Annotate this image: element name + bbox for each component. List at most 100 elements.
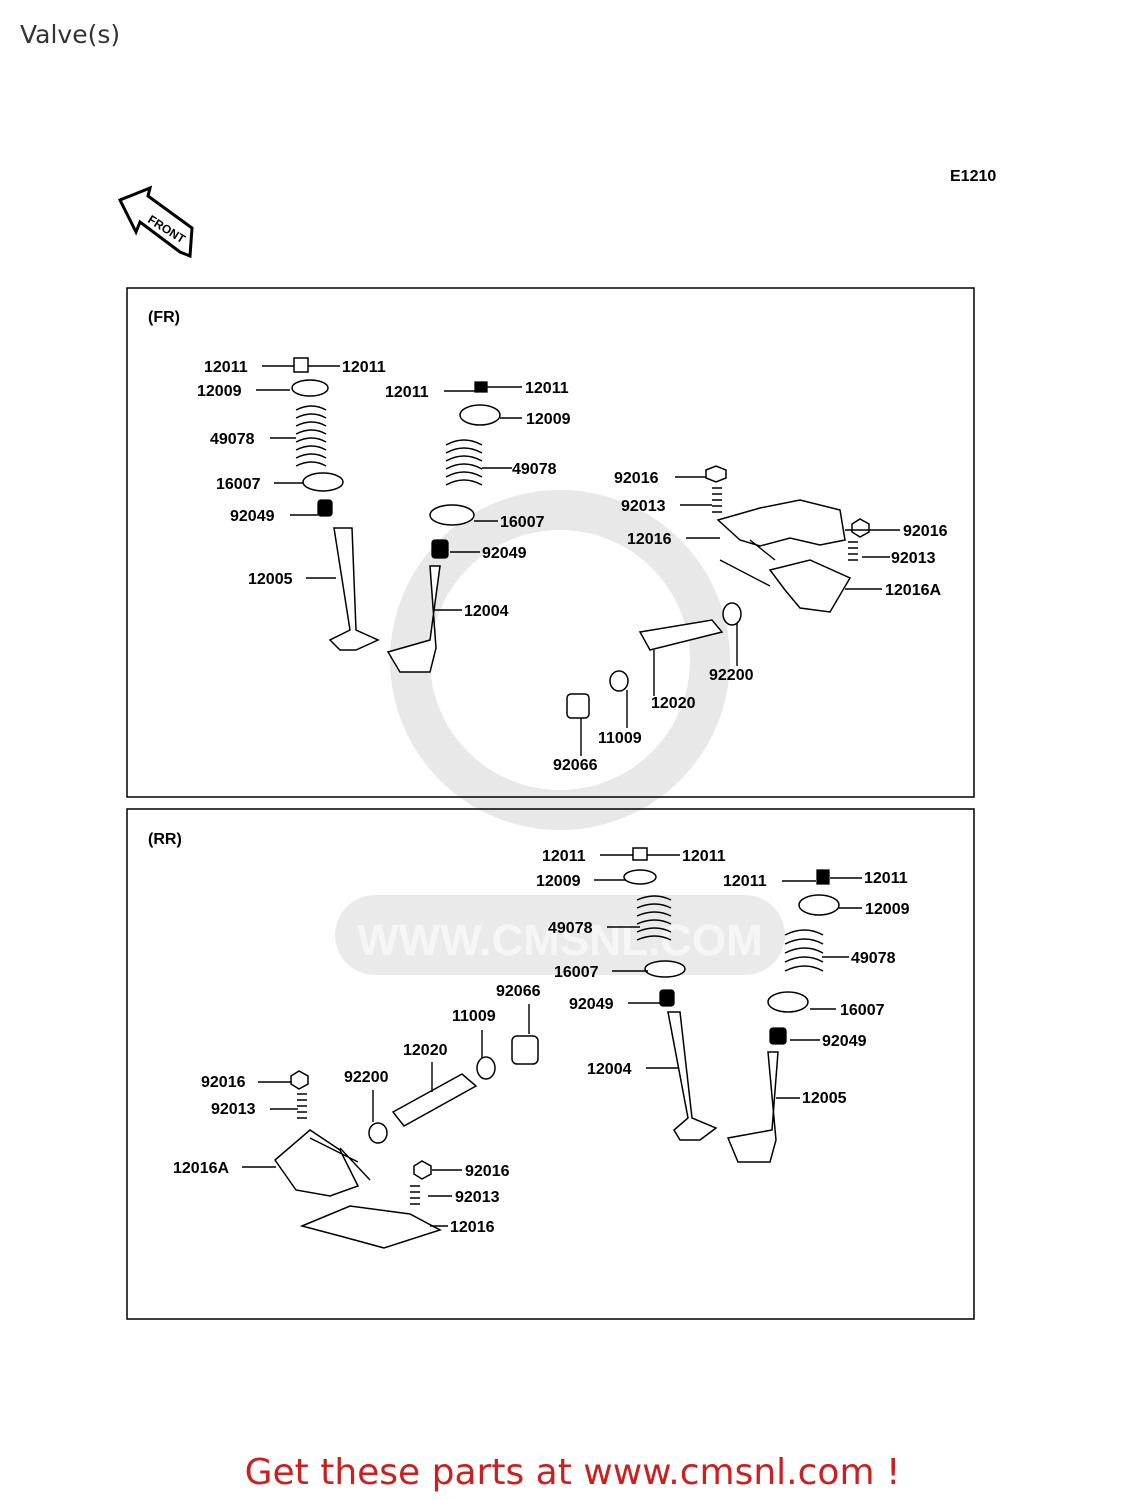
callout: 92200 bbox=[344, 1069, 389, 1086]
adjuster-nut-icon bbox=[705, 465, 727, 483]
callout: 11009 bbox=[452, 1008, 496, 1025]
callout: 92066 bbox=[496, 983, 541, 1000]
shaft-oring-icon bbox=[476, 1056, 496, 1080]
shaft-oring-icon bbox=[722, 602, 742, 626]
callout: 92066 bbox=[553, 757, 598, 774]
valve-exhaust-icon bbox=[726, 1051, 779, 1163]
rr-callouts: 12011 12011 12009 49078 16007 92049 1200… bbox=[173, 848, 910, 1236]
callout: 92016 bbox=[465, 1163, 510, 1180]
callout: 16007 bbox=[554, 964, 599, 981]
spring-seat-icon bbox=[429, 504, 475, 526]
stem-seal-icon bbox=[769, 1027, 787, 1045]
callout: 92013 bbox=[891, 550, 936, 567]
promo-link[interactable]: Get these parts at www.cmsnl.com ! bbox=[244, 1452, 901, 1493]
callout: 92049 bbox=[822, 1033, 867, 1050]
callout: 16007 bbox=[840, 1002, 885, 1019]
callout: 12009 bbox=[526, 411, 571, 428]
rocker-arm-icon bbox=[299, 1205, 442, 1249]
valve-spring-icon bbox=[295, 405, 327, 467]
callout: 92016 bbox=[201, 1074, 246, 1091]
panel-fr bbox=[126, 287, 975, 798]
spring-retainer-icon bbox=[291, 379, 329, 397]
front-arrow-icon: FRONT bbox=[117, 185, 194, 259]
callout: 12016 bbox=[450, 1219, 495, 1236]
valve-keeper-icon bbox=[474, 381, 488, 393]
callout: 12004 bbox=[464, 603, 509, 620]
diagram-code: E1210 bbox=[950, 168, 996, 185]
callout: 12011 bbox=[542, 848, 586, 865]
callout: 12016A bbox=[885, 582, 941, 599]
valve-keeper-icon bbox=[816, 869, 830, 885]
valve-intake-icon bbox=[386, 565, 441, 673]
valve-exhaust-icon bbox=[328, 527, 380, 651]
callout: 12020 bbox=[403, 1042, 448, 1059]
stem-seal-icon bbox=[659, 989, 675, 1007]
adjuster-nut-icon bbox=[290, 1070, 309, 1090]
spring-seat-icon bbox=[302, 472, 344, 492]
callout: 12011 bbox=[385, 384, 429, 401]
callout: 92016 bbox=[614, 470, 659, 487]
shaft-plug-icon bbox=[566, 693, 590, 719]
rocker-arm-icon bbox=[716, 499, 846, 547]
callout: 12011 bbox=[204, 359, 248, 376]
stem-seal-icon bbox=[317, 499, 333, 517]
spring-retainer-icon bbox=[623, 869, 657, 885]
panel-fr-label: (FR) bbox=[148, 309, 180, 326]
callout: 49078 bbox=[210, 431, 255, 448]
panel-rr-label: (RR) bbox=[148, 831, 182, 848]
fr-parts bbox=[291, 357, 870, 719]
adjuster-nut-icon bbox=[413, 1160, 432, 1180]
valve-spring-icon bbox=[784, 929, 824, 972]
callout: 49078 bbox=[851, 950, 896, 967]
callout: 12016A bbox=[173, 1160, 229, 1177]
adjuster-screw-icon bbox=[410, 1185, 420, 1205]
callout: 16007 bbox=[500, 514, 545, 531]
callout: 12011 bbox=[723, 873, 767, 890]
adjuster-nut-icon bbox=[851, 518, 870, 538]
callout: 92013 bbox=[211, 1101, 256, 1118]
shaft-plug-icon bbox=[511, 1035, 539, 1065]
adjuster-screw-icon bbox=[848, 541, 858, 561]
parts-diagram: WWW.CMSNL.COM E1210 FRONT (FR) (RR) bbox=[117, 168, 996, 1320]
callout: 12009 bbox=[865, 901, 910, 918]
callout: 12011 bbox=[342, 359, 386, 376]
callout: 12005 bbox=[248, 571, 293, 588]
rocker-shaft-icon bbox=[638, 619, 724, 651]
valve-spring-icon bbox=[636, 895, 672, 941]
spring-retainer-icon bbox=[798, 894, 840, 916]
callout: 12011 bbox=[682, 848, 726, 865]
stem-seal-icon bbox=[431, 539, 449, 559]
callout: 49078 bbox=[548, 920, 593, 937]
callout: 12004 bbox=[587, 1061, 632, 1078]
adjuster-screw-icon bbox=[712, 487, 722, 513]
rocker-arm-icon bbox=[273, 1129, 360, 1197]
panel-rr bbox=[126, 808, 975, 1320]
valve-keeper-icon bbox=[632, 847, 648, 861]
callout: 92013 bbox=[621, 498, 666, 515]
callout: 92049 bbox=[482, 545, 527, 562]
adjuster-screw-icon bbox=[297, 1093, 307, 1119]
spring-retainer-icon bbox=[459, 404, 501, 426]
shaft-oring-icon bbox=[609, 670, 629, 692]
spring-seat-icon bbox=[767, 991, 809, 1013]
callout: 92016 bbox=[903, 523, 948, 540]
callout: 92049 bbox=[230, 508, 275, 525]
callout: 12009 bbox=[536, 873, 581, 890]
shaft-oring-icon bbox=[368, 1122, 388, 1144]
fr-callouts: 12011 12011 12009 49078 16007 92049 1200… bbox=[197, 359, 948, 774]
callout: 12011 bbox=[864, 870, 908, 887]
rr-leaders bbox=[242, 854, 862, 1227]
rocker-arm-icon bbox=[768, 559, 852, 613]
watermark-text: WWW.CMSNL.COM bbox=[357, 916, 763, 965]
callout: 12016 bbox=[627, 531, 672, 548]
callout: 12020 bbox=[651, 695, 696, 712]
fr-leaders bbox=[256, 365, 900, 756]
spring-seat-icon bbox=[644, 960, 686, 978]
watermark: WWW.CMSNL.COM bbox=[335, 490, 785, 975]
callout: 11009 bbox=[598, 730, 642, 747]
valve-intake-icon bbox=[667, 1011, 718, 1141]
rocker-shaft-icon bbox=[391, 1073, 478, 1127]
callout: 12005 bbox=[802, 1090, 847, 1107]
callout: 49078 bbox=[512, 461, 557, 478]
callout: 12009 bbox=[197, 383, 242, 400]
